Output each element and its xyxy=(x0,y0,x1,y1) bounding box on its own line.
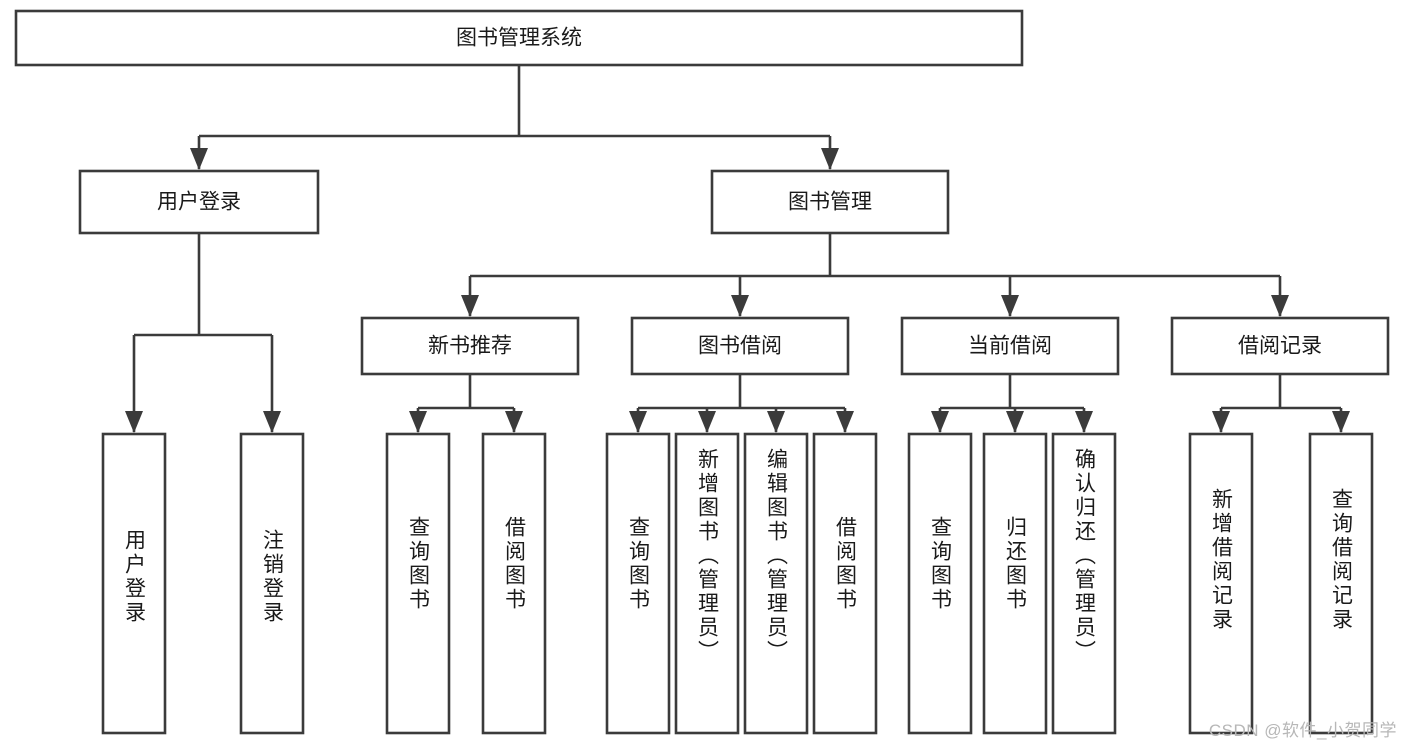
book-manage-label: 图书管理 xyxy=(788,191,872,214)
leaf-confirm-return-admin[interactable] xyxy=(1051,432,1117,735)
arrow-head-icon xyxy=(505,411,523,433)
leaf-add-borrow-record[interactable] xyxy=(1188,432,1254,735)
arrow-head-icon xyxy=(698,411,716,433)
leaf-user-login[interactable] xyxy=(101,432,167,735)
arrow-head-icon xyxy=(1212,411,1230,433)
leaf-return-book[interactable] xyxy=(982,432,1048,735)
user-login-label: 用户登录 xyxy=(157,191,241,214)
current-borrow[interactable] xyxy=(900,316,1120,376)
root-label: 图书管理系统 xyxy=(456,27,582,50)
csdn-watermark: CSDN @软件_小贺同学 xyxy=(1208,721,1397,740)
arrow-head-icon xyxy=(767,411,785,433)
new-book-recommend[interactable] xyxy=(360,316,580,376)
new-book-recommend-label: 新书推荐 xyxy=(428,335,512,358)
leaf-borrow-book-2[interactable] xyxy=(812,432,878,735)
arrow-head-icon xyxy=(409,411,427,433)
root[interactable] xyxy=(14,9,1024,67)
book-borrow-label: 图书借阅 xyxy=(698,335,782,358)
arrow-head-icon xyxy=(629,411,647,433)
leaf-add-book-admin[interactable] xyxy=(674,432,740,735)
leaf-query-book-2[interactable] xyxy=(605,432,671,735)
book-manage[interactable] xyxy=(710,169,950,235)
leaf-query-book-3[interactable] xyxy=(907,432,973,735)
arrow-head-icon xyxy=(461,295,479,317)
leaf-user-logout[interactable] xyxy=(239,432,305,735)
book-borrow[interactable] xyxy=(630,316,850,376)
arrow-head-icon xyxy=(263,411,281,433)
arrow-head-icon xyxy=(1006,411,1024,433)
leaf-query-book-1[interactable] xyxy=(385,432,451,735)
borrow-record[interactable] xyxy=(1170,316,1390,376)
leaf-edit-book-admin[interactable] xyxy=(743,432,809,735)
arrow-head-icon xyxy=(1075,411,1093,433)
arrow-head-icon xyxy=(125,411,143,433)
arrow-head-icon xyxy=(931,411,949,433)
arrow-head-icon xyxy=(1271,295,1289,317)
leaf-borrow-book-1[interactable] xyxy=(481,432,547,735)
user-login[interactable] xyxy=(78,169,320,235)
arrow-head-icon xyxy=(821,148,839,170)
connector-layer xyxy=(125,65,1350,433)
arrow-head-icon xyxy=(836,411,854,433)
current-borrow-label: 当前借阅 xyxy=(968,335,1052,358)
arrow-head-icon xyxy=(1332,411,1350,433)
leaf-query-borrow-record[interactable] xyxy=(1308,432,1374,735)
arrow-head-icon xyxy=(731,295,749,317)
arrow-head-icon xyxy=(190,148,208,170)
arrow-head-icon xyxy=(1001,295,1019,317)
borrow-record-label: 借阅记录 xyxy=(1238,335,1322,358)
